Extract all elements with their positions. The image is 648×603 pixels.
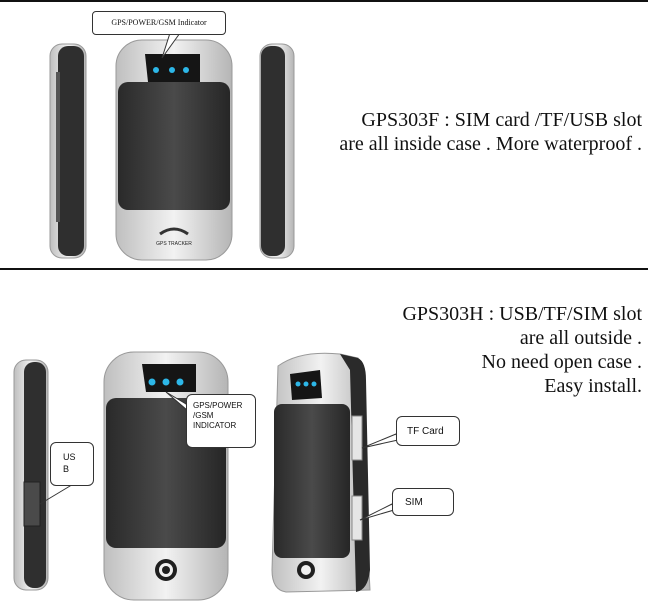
callout-line: US [63,452,76,462]
tracker-logo-icon: GPS TRACKER [156,227,192,247]
description-line: Easy install. [544,375,642,397]
brand-logo-icon-angled [297,561,315,579]
bottom-devices-illustration [13,351,399,601]
callout-line: B [63,464,70,474]
usb-callout: US B [50,442,94,486]
description-line: GPS303H : USB/TF/SIM slot [402,303,642,325]
description-line: GPS303F : SIM card /TF/USB slot [361,109,642,131]
led-gsm-icon-bottom [176,378,184,386]
gps-power-gsm-callout: GPS/POWER/GSM Indicator [92,11,226,35]
callout-line: /GSM [193,411,214,420]
gps-power-gsm-indicator-callout: GPS/POWER /GSM INDICATOR [186,394,256,448]
bottom-panel: GPS/POWER /GSM INDICATOR US B TF Card SI… [0,268,648,601]
device-angled-view-bottom [271,352,371,593]
device-side-view-left-bottom [13,359,49,591]
top-devices-illustration: GPS TRACKER [49,32,295,261]
gps303f-description: GPS303F : SIM card /TF/USB slot are all … [339,108,642,156]
callout-label: GPS/POWER/GSM Indicator [111,18,207,27]
device-side-view-left [49,43,87,259]
device-front-view-top: GPS TRACKER [115,39,233,261]
top-panel: GPS TRACKER GPS/POWER/GSM Indicator GPS3… [0,0,648,268]
callout-line: GPS/POWER [193,401,243,410]
description-line: are all inside case . More waterproof . [339,133,642,155]
callout-line: INDICATOR [193,421,237,430]
tf-card-callout: TF Card [396,416,460,446]
tf-card-slot [351,415,363,461]
led-gps-icon-angled [295,381,301,387]
led-gsm-icon-angled [311,381,317,387]
callout-label: SIM [405,497,423,508]
device-front-view-bottom [103,351,229,601]
led-gsm-icon [183,67,189,73]
led-power-icon [169,67,175,73]
brand-logo-icon [155,559,177,581]
led-gps-icon-bottom [148,378,156,386]
sim-callout: SIM [392,488,454,516]
device-side-view-right [259,43,295,259]
callout-label: TF Card [407,426,444,437]
sim-card-slot [351,495,363,541]
gps303h-description: GPS303H : USB/TF/SIM slot are all outsid… [402,302,642,398]
description-line: No need open case . [481,351,643,373]
description-line: are all outside . [519,327,642,349]
usb-port [23,481,41,527]
logo-text: GPS TRACKER [156,241,192,247]
led-gps-icon [153,67,159,73]
led-power-icon-bottom [162,378,170,386]
led-power-icon-angled [303,381,309,387]
